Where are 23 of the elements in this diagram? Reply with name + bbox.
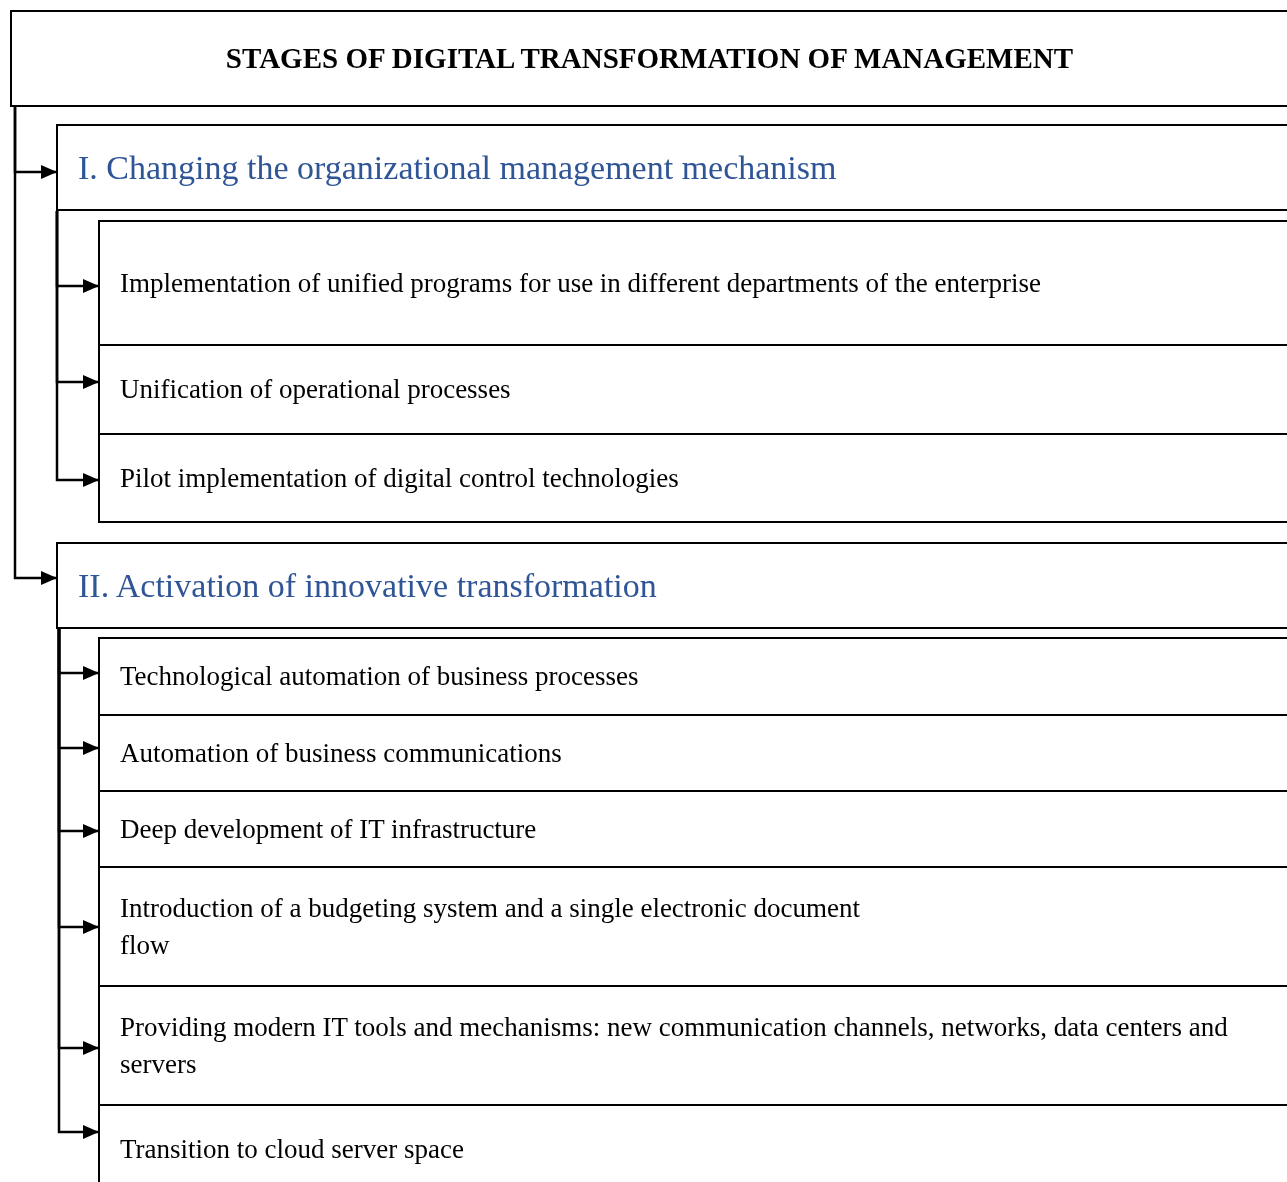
title-box [10, 10, 1287, 107]
connector-arrow [55, 211, 99, 487]
title-text: STAGES OF DIGITAL TRANSFORMATION OF MANAGEMENT [225, 42, 1074, 75]
step-box [98, 637, 1287, 716]
step-text: Automation of business communications [120, 737, 562, 770]
stage-heading: I. Changing the organizational management mechanism [78, 148, 837, 187]
stage-box [56, 124, 1287, 211]
step-box [98, 220, 1287, 346]
step-text: Implementation of unified programs for use in different departments of the enterprise [120, 266, 1041, 300]
step-text: Pilot implementation of digital control technologies [120, 461, 679, 495]
stage-heading: II. Activation of innovative transformation [78, 566, 657, 605]
step-text: Providing modern IT tools and mechanisms: new communication channels, networks, data centers and servers [120, 1010, 1229, 1081]
step-box [98, 433, 1287, 523]
stage-box [56, 542, 1287, 629]
step-text: Technological automation of business processes [120, 660, 639, 693]
connector-arrow [57, 629, 99, 1139]
step-box [98, 790, 1287, 869]
connector-arrow [13, 107, 57, 585]
step-text: Deep development of IT infrastructure [120, 813, 537, 846]
step-text: Introduction of a budgeting system and a single electronic document flow [120, 891, 862, 962]
step-text: Unification of operational processes [120, 373, 511, 406]
step-box [98, 866, 1287, 987]
step-text: Transition to cloud server space [120, 1132, 464, 1166]
